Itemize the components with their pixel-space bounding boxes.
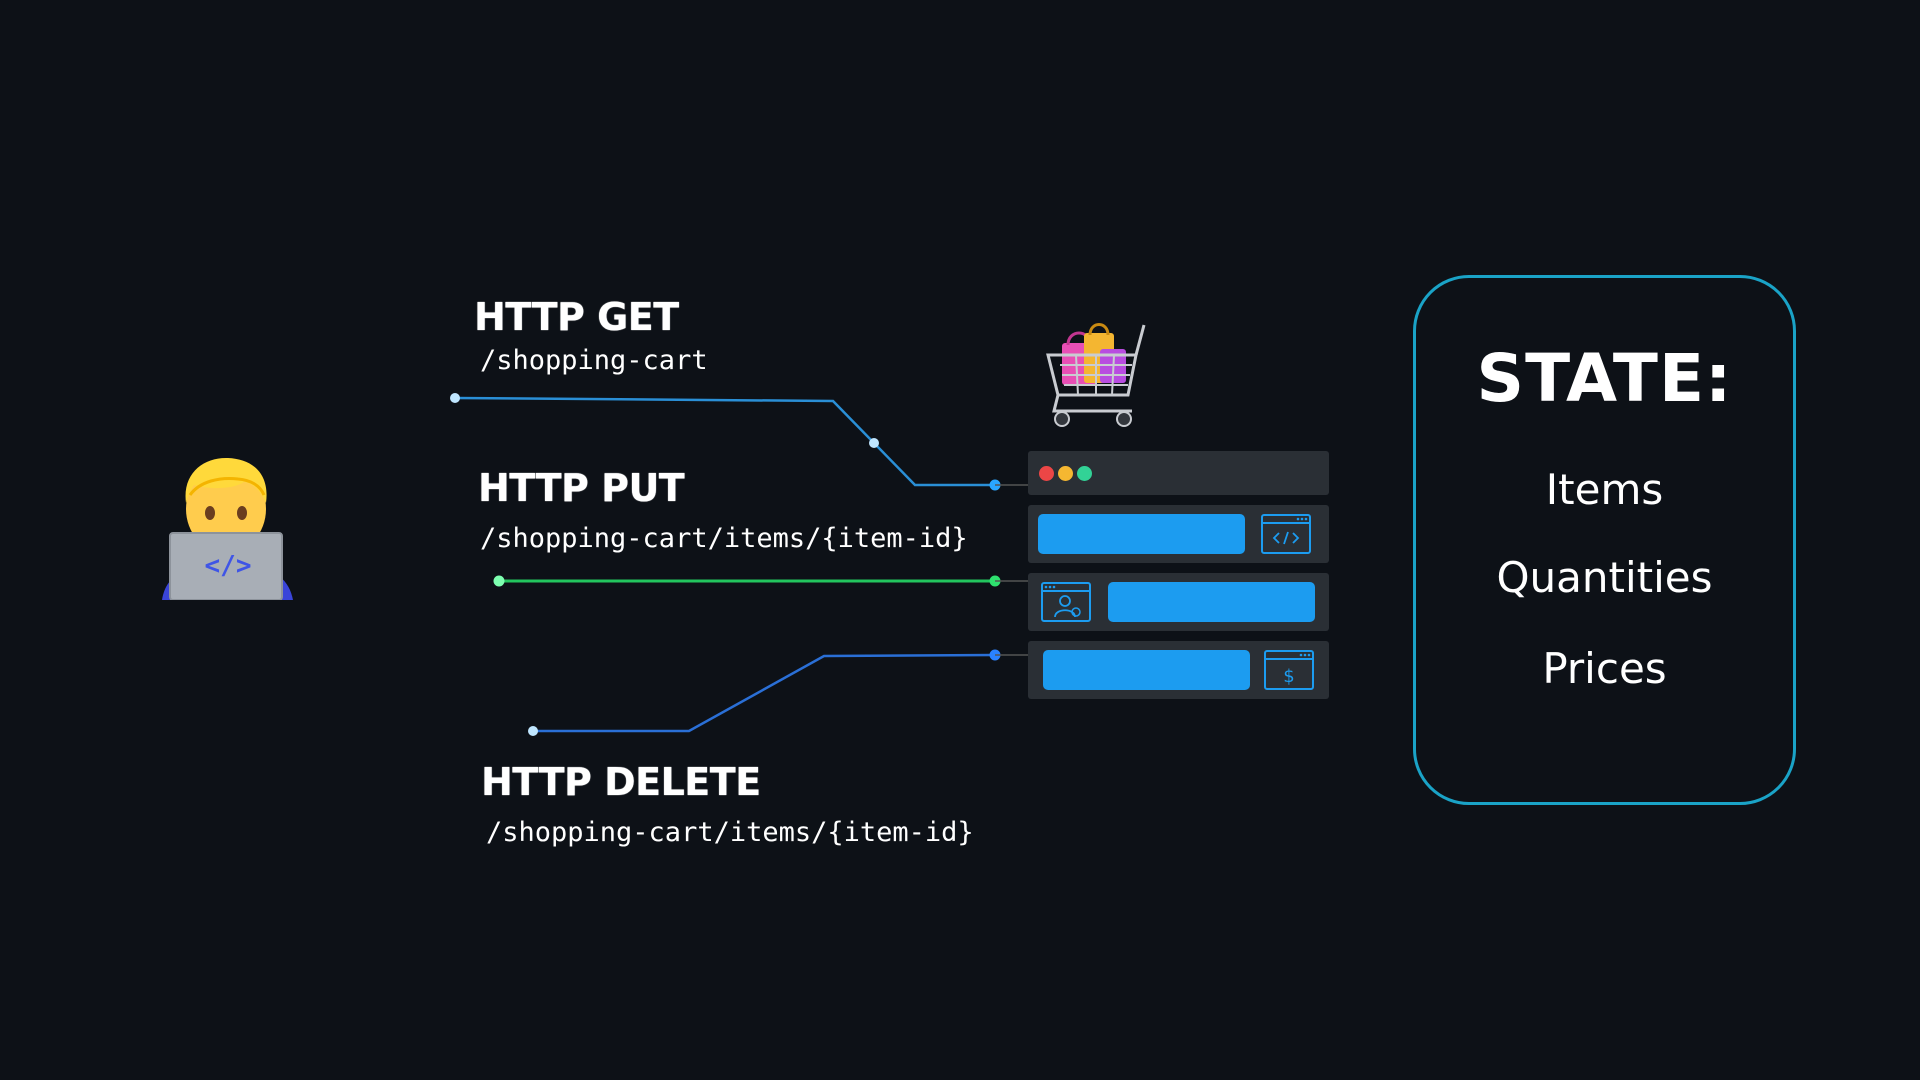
server-window: $ [1028, 451, 1329, 699]
server-row-code [1028, 505, 1329, 563]
state-panel: STATE: Items Quantities Prices [1413, 275, 1796, 805]
state-title: STATE: [1476, 340, 1733, 417]
state-item-items: Items [1545, 465, 1664, 514]
get-method-label: HTTP GET [474, 295, 679, 339]
server-row-user [1028, 573, 1329, 631]
minimize-dot-icon [1058, 466, 1073, 481]
get-start-dot [450, 393, 460, 403]
get-path-label: /shopping-cart [480, 345, 708, 376]
developer-figure: </> [160, 455, 295, 601]
shopping-cart-icon [1046, 323, 1146, 427]
server-titlebar [1028, 451, 1329, 495]
maximize-dot-icon [1077, 466, 1092, 481]
laptop-code-label: </> [204, 551, 252, 581]
code-window-icon [1261, 514, 1311, 554]
dollar-window-icon: $ [1264, 650, 1314, 690]
put-path-label: /shopping-cart/items/{item-id} [480, 523, 968, 554]
user-window-icon [1041, 582, 1091, 622]
close-dot-icon [1039, 466, 1054, 481]
server-row-bar [1108, 582, 1315, 622]
server-row-bar [1038, 514, 1245, 554]
delete-start-dot [528, 726, 538, 736]
svg-text:$: $ [1283, 666, 1294, 687]
delete-path-label: /shopping-cart/items/{item-id} [486, 817, 974, 848]
server-row-price: $ [1028, 641, 1329, 699]
put-method-label: HTTP PUT [478, 466, 685, 510]
state-item-quantities: Quantities [1496, 553, 1713, 602]
delete-connector-line [533, 653, 996, 733]
state-item-prices: Prices [1542, 644, 1667, 693]
put-start-dot [493, 575, 505, 587]
developer-icon [162, 457, 293, 601]
delete-method-label: HTTP DELETE [481, 760, 761, 804]
get-mid-dot [869, 438, 879, 448]
server-row-bar [1043, 650, 1250, 690]
